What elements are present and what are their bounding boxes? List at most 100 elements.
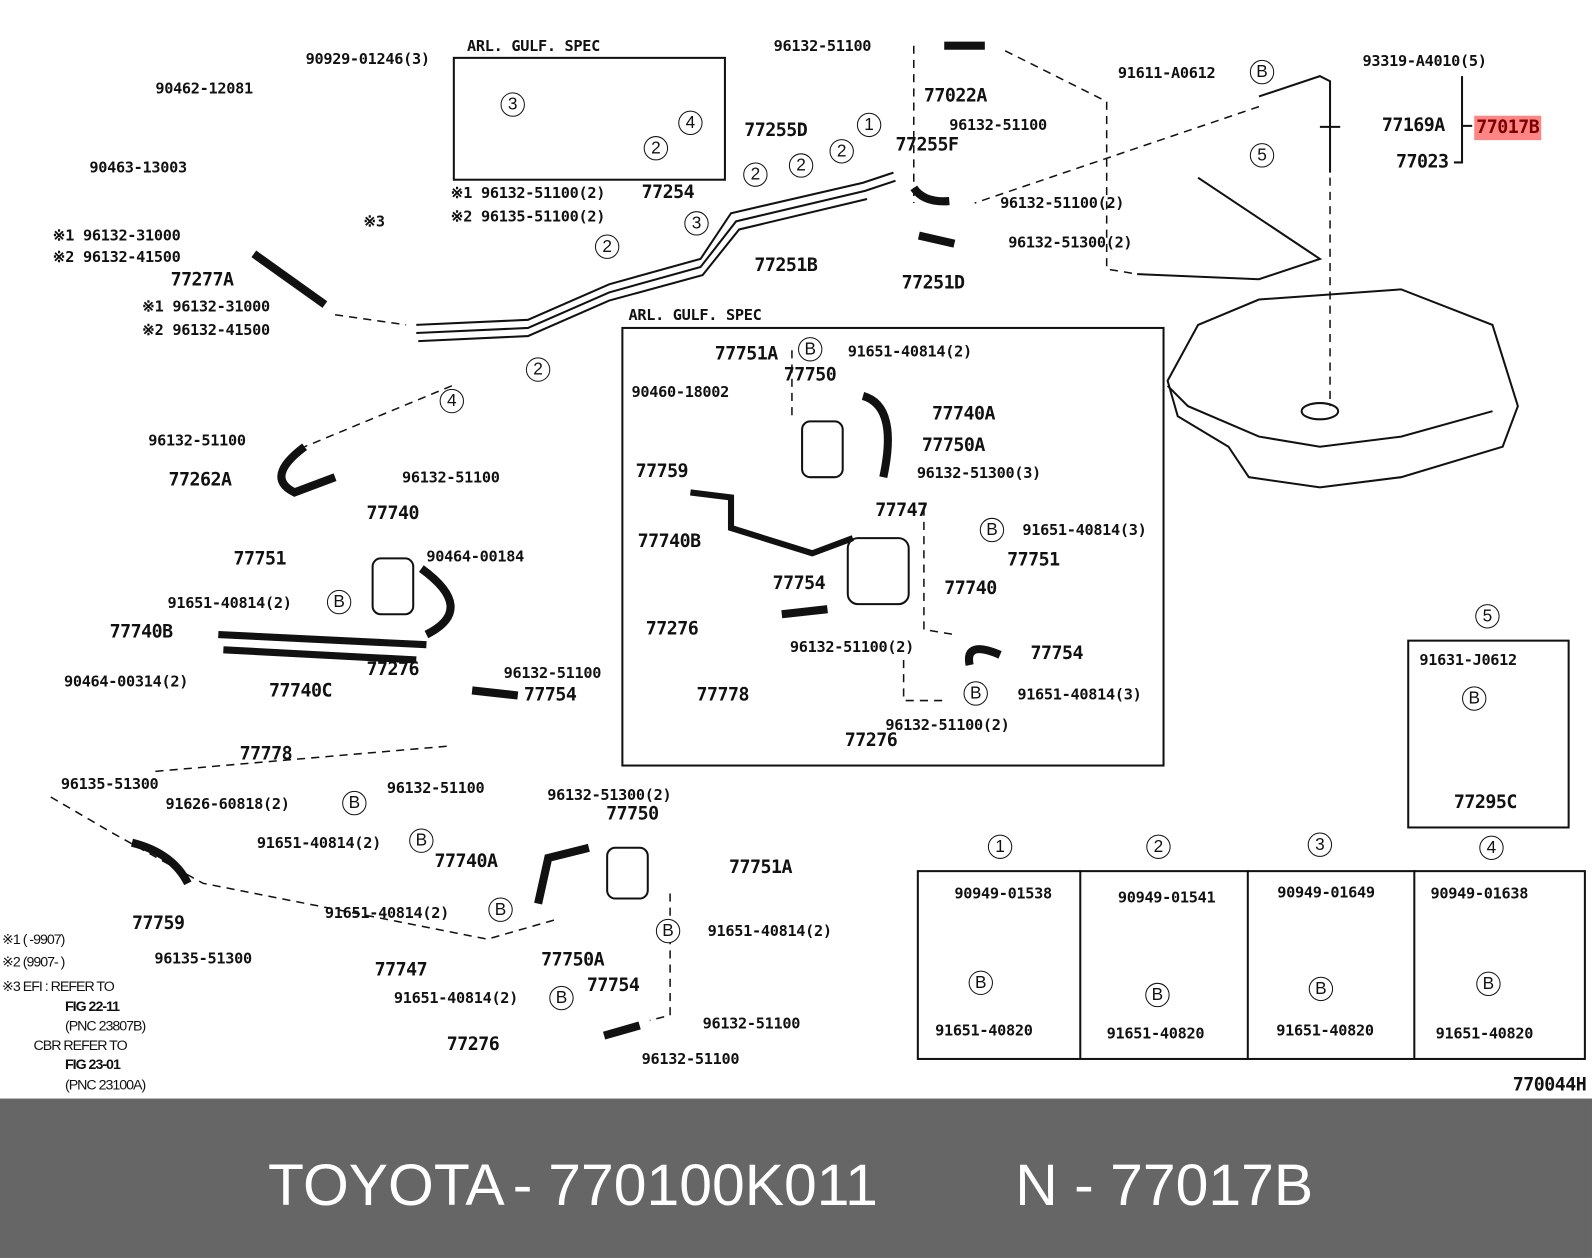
part-label: 77751 [233,548,287,570]
callout-marker: B [326,589,352,615]
part-label: 77276 [844,730,898,752]
fuel-pipe [416,179,896,335]
footer-reference: N - 77017B [1015,1152,1314,1219]
callout-marker: B [342,790,367,816]
part-label: 77747 [875,499,928,521]
hose [130,838,192,886]
part-label: 91651-40814(2) [324,903,450,922]
callout-marker: 3 [684,211,709,236]
part-label: 96132-51100 [148,431,246,450]
hose [471,686,519,700]
hose [964,645,1002,666]
part-label: ※2 96132-41500 [52,247,181,267]
part-label: 77255D [744,119,808,142]
callout-marker: B [655,918,681,944]
callout-marker: B [1476,971,1501,997]
part-label: 77750A [541,949,605,971]
arl-gulf-spec-inset-main [621,326,1165,767]
part-label: 90464-00184 [426,547,524,566]
part-label: ARL. GULF. SPEC [467,36,601,55]
part-label: 77169A [1381,114,1445,137]
part-label: 90460-18002 [631,382,730,402]
part-label: 77740 [366,502,420,524]
part-label: 77022A [923,85,987,107]
footnote: ※1 ( -9907) [2,931,65,948]
part-label: 77754 [586,974,640,997]
hose [602,1021,641,1040]
callout-marker: 2 [594,234,620,259]
part-label: 93319-A4010(5) [1362,51,1487,71]
part-label: 91651-40820 [1435,1024,1534,1043]
part-label: ※1 96132-51100(2) [450,183,606,203]
footnote: (PNC 23100A) [64,1076,146,1093]
part-label: 96135-51300 [60,774,159,793]
hose [223,646,417,664]
part-label: ※3 [363,212,385,231]
part-label: 96132-51100 [641,1049,740,1069]
hose [917,231,956,248]
callout-marker: 2 [743,162,768,187]
part-label: 96132-51100 [702,1014,801,1033]
callout-marker: 2 [788,153,814,178]
fuel-pipe [418,198,868,343]
part-label: 96132-51100 [773,36,872,55]
footer-part-number: 770100K011 [548,1152,878,1219]
hose [690,489,854,557]
hose [251,250,328,308]
part-label: ※1 96132-31000 [142,297,270,316]
part-label: 77251D [901,272,965,294]
fuel-pump-filter [846,537,910,606]
part-label: 77276 [446,1033,500,1055]
callout-marker: B [1249,59,1275,85]
part-label: 77750 [606,803,659,825]
part-label: 77751A [714,343,778,365]
callout-marker: B [409,828,434,853]
part-label: ※1 96132-31000 [52,226,181,245]
part-label: 77740B [109,621,173,643]
hose [418,565,455,639]
fuel-pump-filter [606,846,649,900]
part-label: 96132-51100 [503,664,602,683]
callout-marker: 4 [439,388,464,414]
fuel-sender [1258,75,1341,173]
fuel-tank [1166,385,1493,448]
hose [534,843,590,905]
part-label: 91611-A0612 [1117,63,1216,83]
footnote: FIG 22-11 [64,998,120,1015]
part-label: 91651-40820 [1276,1021,1374,1040]
callout-marker: B [488,897,513,922]
part-label: 77740B [637,531,701,553]
part-label: 96132-51300(2) [1008,233,1133,252]
part-label: 77262A [168,469,232,491]
part-label: 77754 [523,684,577,706]
part-label: 91651-40814(2) [707,921,832,941]
part-label: 91651-40814(2) [167,593,292,613]
footnote: (PNC 23807B) [64,1017,146,1034]
divider [1246,870,1249,1058]
callout-marker: 4 [678,110,703,136]
part-label: 77255F [895,134,959,156]
footnote: CBR REFER TO [33,1036,128,1053]
fuel-pipe [416,171,894,326]
callout-marker: 2 [829,139,854,164]
fuel-pump-filter [371,557,415,616]
fuel-pump-filter [801,420,844,479]
callout-marker: B [968,970,993,995]
part-label: 77754 [772,572,826,594]
callout-marker: 3 [1307,832,1333,857]
part-label: 91651-40814(2) [393,988,519,1008]
part-label: 91626-60818(2) [165,794,290,814]
part-label: 77276 [645,618,699,640]
arl-gulf-spec-inset-top [452,56,726,181]
callout-marker: B [979,517,1005,543]
footer-separator: - [512,1152,533,1219]
hose [910,185,950,206]
callout-marker: 2 [643,136,669,161]
part-label: 96132-51100 [949,115,1047,135]
footer-bar: TOYOTA - 770100K011 N - 77017B [0,1098,1592,1258]
callout-marker: B [1462,686,1487,711]
hose [861,392,892,479]
part-label: 77740A [434,850,498,873]
part-label: 77750A [921,434,985,456]
